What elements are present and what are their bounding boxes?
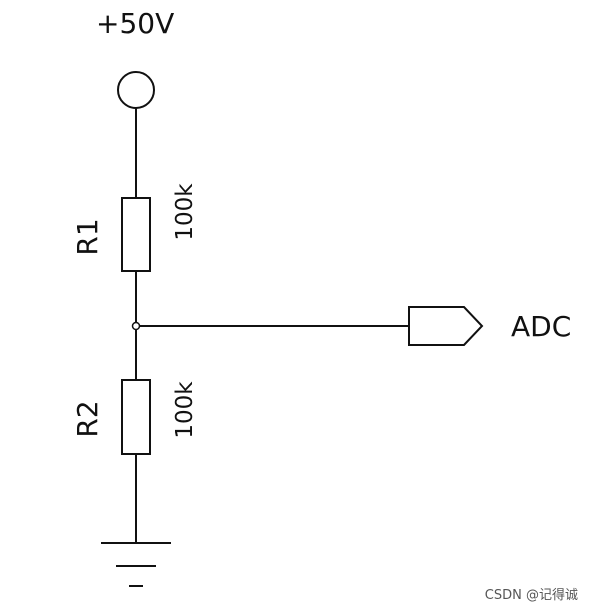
r1-reference-label: R1 bbox=[71, 218, 104, 255]
r1-resistor-body bbox=[121, 197, 151, 272]
supply-label: +50V bbox=[96, 7, 174, 40]
r2-reference-label: R2 bbox=[71, 400, 104, 437]
supply-terminal-circle bbox=[117, 71, 155, 109]
r2-value-label: 100k bbox=[172, 381, 198, 439]
adc-port-label: ADC bbox=[511, 310, 571, 343]
r2-resistor-body bbox=[121, 379, 151, 455]
ground-icon bbox=[101, 542, 171, 587]
r1-value-label: 100k bbox=[172, 183, 198, 241]
watermark-text: CSDN @记得诚 bbox=[484, 588, 578, 603]
junction-node bbox=[131, 321, 141, 331]
adc-port-symbol bbox=[408, 306, 484, 346]
